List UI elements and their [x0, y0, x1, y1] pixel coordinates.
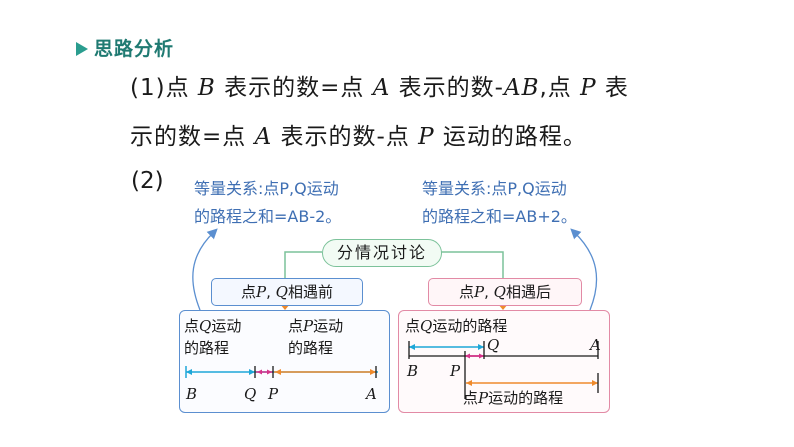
text: ,点: [539, 75, 581, 101]
text: 运动的路程: [432, 317, 508, 335]
text: 表示的数-: [390, 75, 504, 101]
var-B: B: [197, 75, 216, 101]
var-P: P: [303, 317, 314, 335]
heading-text: 思路分析: [94, 38, 175, 60]
var-Q: Q: [493, 283, 506, 301]
curve-arrow-left: [192, 228, 218, 311]
point-P: P: [268, 385, 279, 403]
arrow-icon: [257, 369, 262, 375]
after-meeting-box: 点Q运动的路程 Q A B P 点P运动的路程: [398, 310, 610, 413]
text: 运动: [313, 317, 344, 335]
text: 表示的数=点: [215, 75, 373, 101]
var-Q: Q: [420, 317, 433, 335]
arrow-icon: [370, 369, 376, 375]
var-P: P: [256, 283, 267, 301]
var-A: A: [254, 124, 273, 150]
number-line-after: [408, 341, 599, 399]
var-Q: Q: [275, 283, 288, 301]
var-P: P: [580, 75, 597, 101]
arrow-icon: [275, 369, 281, 375]
text: 点: [288, 317, 304, 335]
arrow-icon: [466, 380, 472, 386]
part1-line1: (1)点 B 表示的数=点 A 表示的数-AB,点 P 表: [130, 68, 629, 102]
tag-after-meeting: 点P, Q相遇后: [428, 278, 582, 306]
var-A: A: [372, 75, 391, 101]
curve-arrow-right: [570, 228, 598, 311]
text: ,: [266, 283, 276, 301]
note-right-line2: 的路程之和=AB+2。: [422, 207, 577, 226]
var-AB: AB: [503, 75, 540, 101]
q-path-label-2: 的路程: [184, 339, 230, 357]
section-heading: 思路分析: [76, 34, 174, 61]
text: 点: [184, 317, 200, 335]
text: 运动: [211, 317, 242, 335]
text: 点: [405, 317, 421, 335]
part1-line2: 示的数=点 A 表示的数-点 P 运动的路程。: [130, 117, 587, 151]
q-path-label: 点Q运动的路程: [405, 315, 507, 336]
q-path-label: 点Q运动: [184, 315, 241, 336]
p-path-label: 点P运动的路程: [463, 387, 563, 408]
point-A: A: [590, 336, 601, 354]
point-B: B: [407, 362, 419, 380]
note-left-line2: 的路程之和=AB-2。: [194, 207, 342, 226]
case-discussion-pill: 分情况讨论: [322, 239, 442, 267]
var-P: P: [478, 389, 489, 407]
arrow-icon: [267, 369, 272, 375]
triangle-bullet-icon: [76, 42, 88, 56]
arrow-icon: [409, 344, 415, 350]
var-P: P: [418, 124, 435, 150]
text: 点: [459, 283, 475, 301]
connector-right: [440, 251, 504, 278]
part2-label: (2): [131, 168, 164, 194]
tag-before-meeting: 点P, Q相遇前: [211, 278, 363, 306]
number-line-before: [185, 366, 378, 378]
text: 相遇后: [505, 283, 551, 301]
point-B: B: [186, 385, 198, 403]
connector-left: [284, 251, 322, 278]
arrow-icon: [186, 369, 192, 375]
point-Q: Q: [244, 385, 257, 403]
text: 示的数=点: [130, 124, 255, 150]
text: 表: [596, 75, 629, 101]
note-right-line1: 等量关系:点P,Q运动: [422, 179, 567, 198]
before-meeting-box: 点Q运动 的路程 点P运动 的路程 B Q P A: [179, 310, 390, 413]
text: 点: [463, 389, 479, 407]
var-P: P: [474, 283, 485, 301]
arrow-icon: [249, 369, 255, 375]
text: 相遇前: [287, 283, 333, 301]
arrow-icon: [479, 353, 484, 359]
text: 点: [241, 283, 257, 301]
text: 表示的数-点: [272, 124, 419, 150]
text: 运动的路程。: [434, 124, 587, 150]
point-P: P: [450, 362, 461, 380]
point-A: A: [366, 385, 377, 403]
text: (1)点: [130, 75, 198, 101]
arrow-icon: [478, 344, 484, 350]
arrow-icon: [592, 380, 598, 386]
note-left-line1: 等量关系:点P,Q运动: [194, 179, 339, 198]
text: 运动的路程: [488, 389, 564, 407]
var-Q: Q: [199, 317, 212, 335]
p-path-label-2: 的路程: [288, 339, 334, 357]
arrow-icon: [465, 353, 470, 359]
text: ,: [484, 283, 494, 301]
p-path-label: 点P运动: [288, 315, 343, 336]
point-Q-top: Q: [487, 336, 500, 354]
